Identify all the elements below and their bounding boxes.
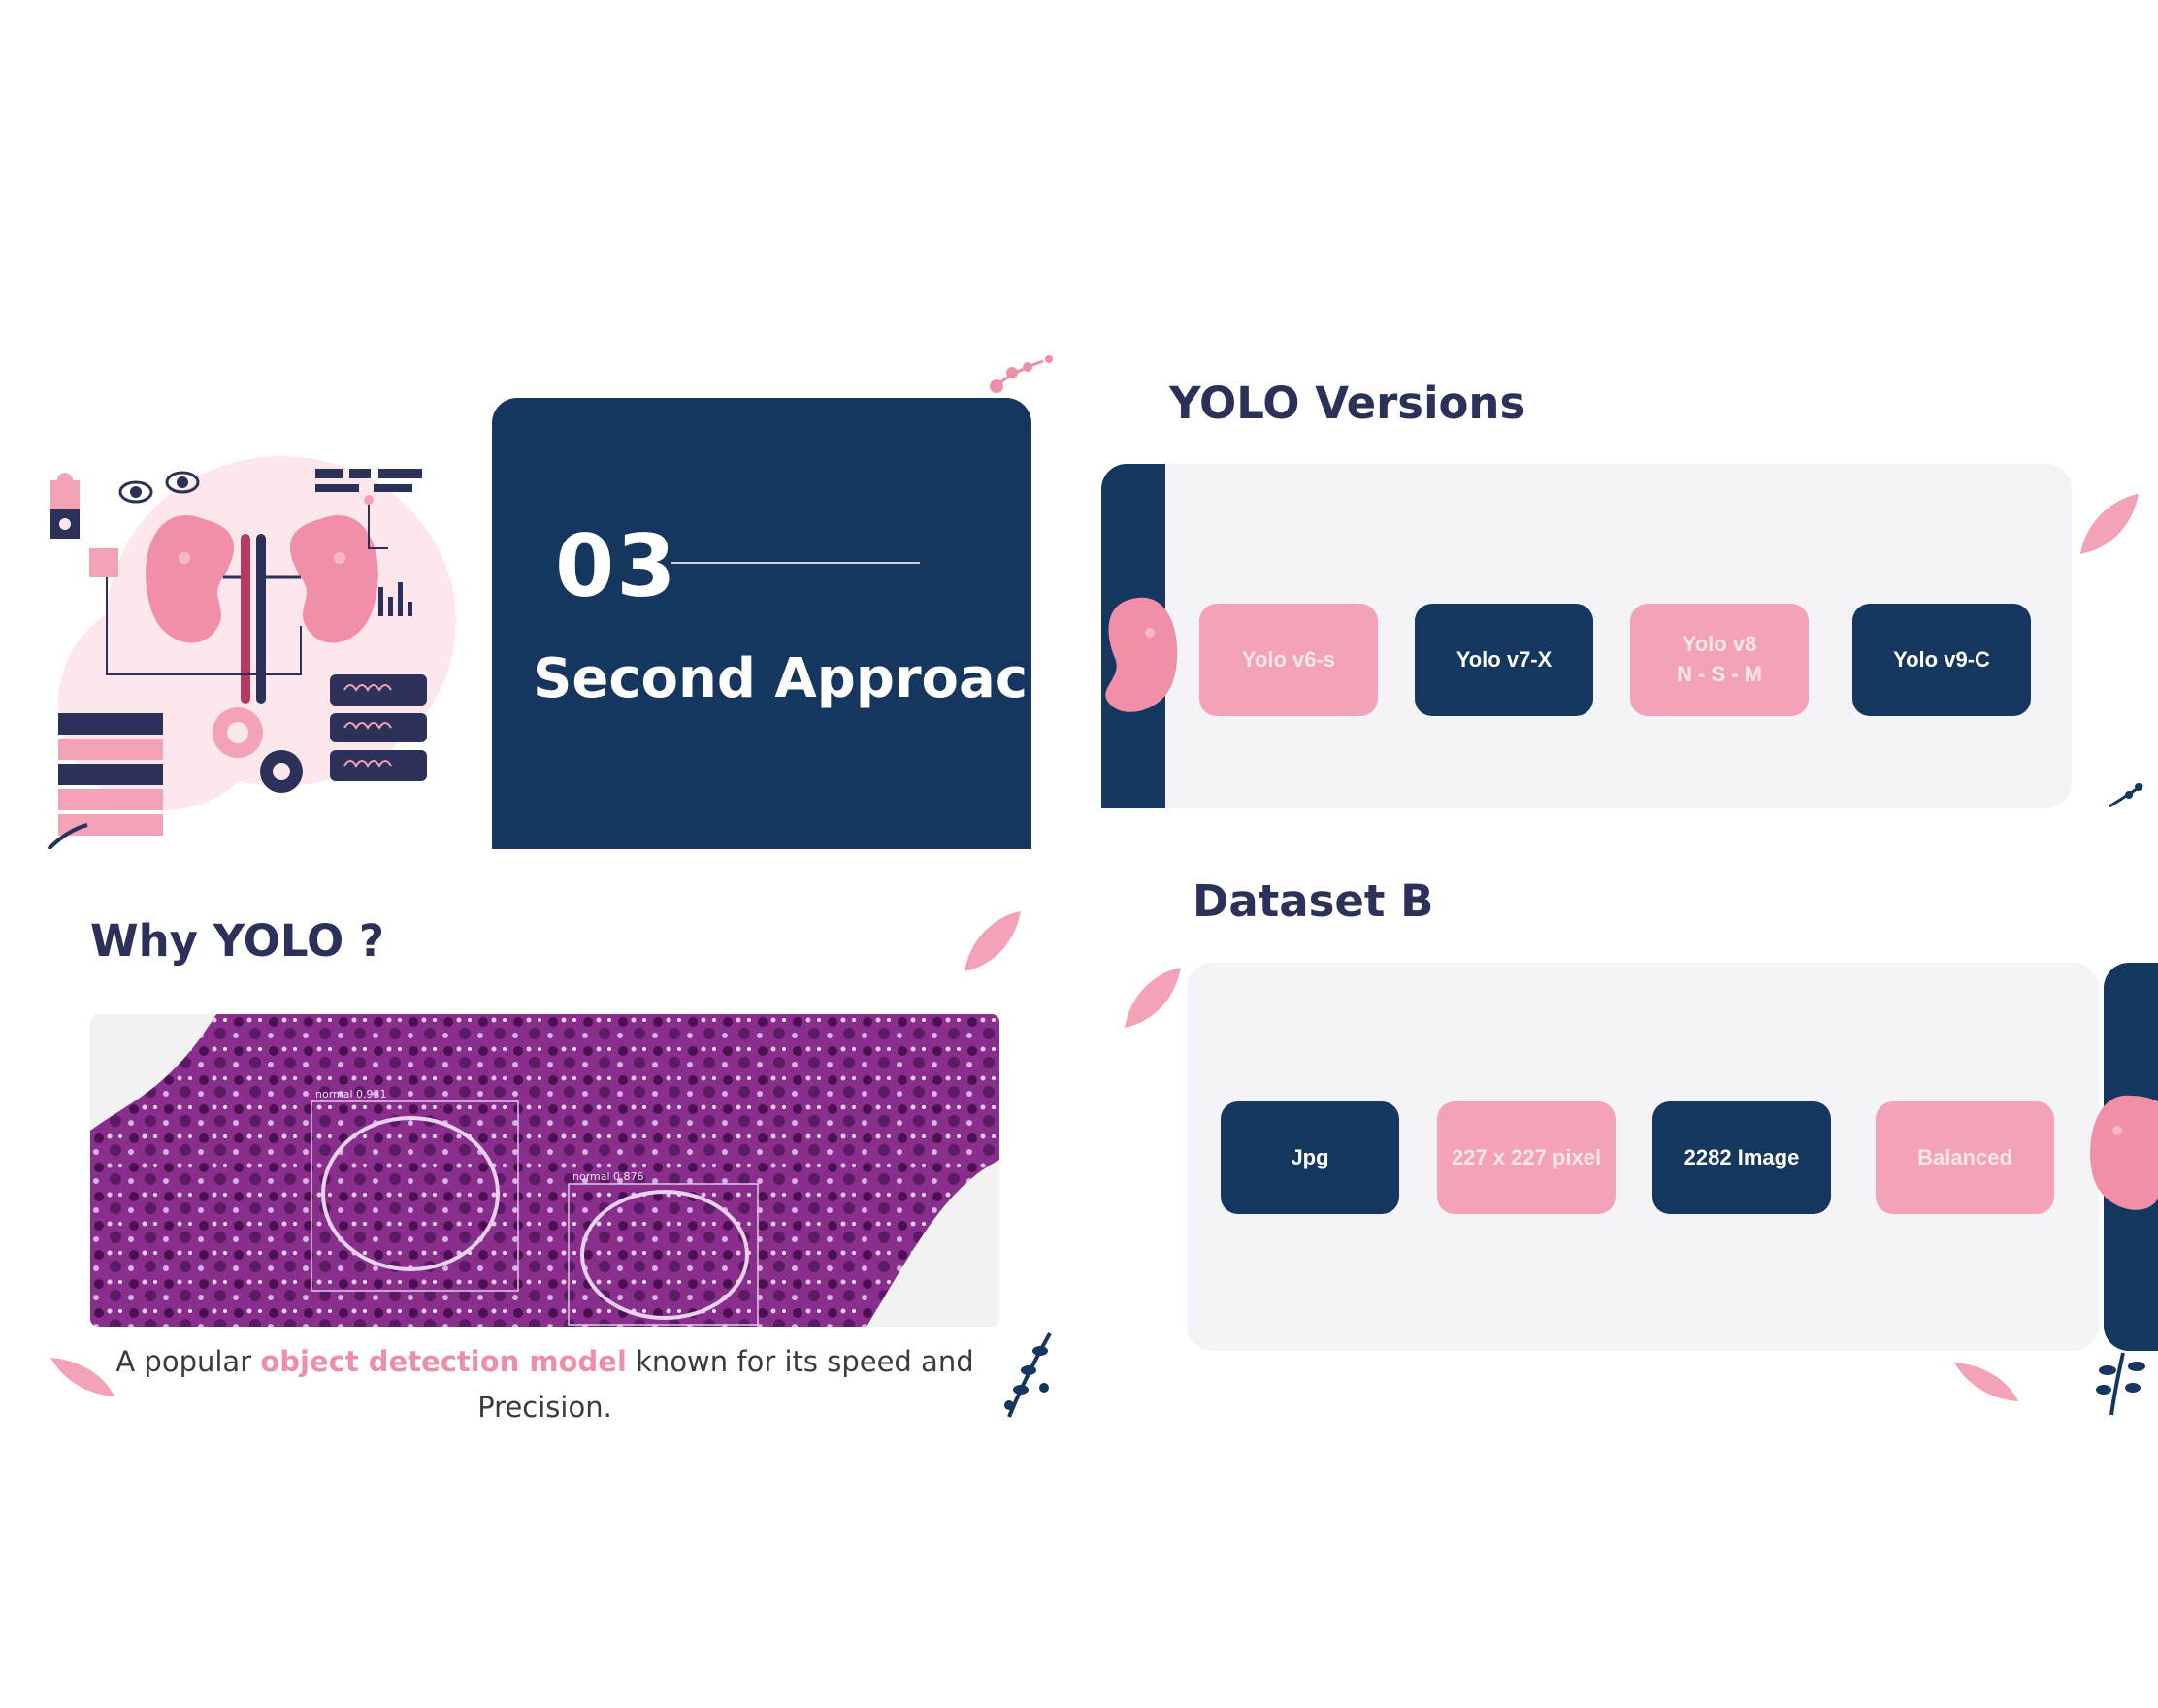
caption-text: known for its speed and Precision. bbox=[477, 1345, 974, 1424]
branch-icon bbox=[2109, 783, 2143, 808]
histology-image: normal 0.931 normal 0.876 bbox=[90, 1014, 999, 1327]
yolo-version-chip: Yolo v6-s bbox=[1199, 604, 1378, 716]
yolo-versions-heading: YOLO Versions bbox=[1169, 378, 1526, 429]
dataset-chip: 227 x 227 pixel bbox=[1437, 1101, 1616, 1214]
branch-icon bbox=[2096, 1352, 2145, 1416]
leaf-icon bbox=[1954, 1363, 2018, 1401]
section-title: Second Approach bbox=[533, 647, 1066, 710]
leaf-icon bbox=[50, 1358, 114, 1396]
dataset-chip: 2282 Image bbox=[1652, 1101, 1831, 1214]
why-yolo-caption: A popular object detection model known f… bbox=[90, 1339, 999, 1430]
dataset-chip: Balanced bbox=[1876, 1101, 2054, 1214]
section-title-card: 03 Second Approach bbox=[492, 398, 1066, 849]
caption-text: A popular bbox=[115, 1345, 261, 1378]
why-yolo-heading: Why YOLO ? bbox=[90, 915, 385, 967]
kidney-illustration bbox=[47, 456, 456, 849]
dataset-heading: Dataset B bbox=[1193, 875, 1434, 927]
caption-highlight: object detection model bbox=[260, 1345, 627, 1378]
detection-label: normal 0.876 bbox=[572, 1170, 644, 1183]
yolo-version-chip: Yolo v7-X bbox=[1415, 604, 1593, 716]
yolo-version-chip: Yolo v8 N - S - M bbox=[1630, 604, 1809, 716]
branch-icon bbox=[1004, 1332, 1052, 1418]
leaf-icon bbox=[965, 911, 1021, 971]
section-number: 03 bbox=[555, 516, 678, 616]
leaf-icon bbox=[1125, 968, 1181, 1028]
dataset-chip: Jpg bbox=[1221, 1101, 1399, 1214]
yolo-version-chip: Yolo v9-C bbox=[1852, 604, 2031, 716]
detection-label: normal 0.931 bbox=[315, 1088, 387, 1100]
divider-line bbox=[671, 562, 920, 564]
berries-icon bbox=[990, 355, 1053, 393]
leaf-icon bbox=[2080, 494, 2139, 554]
kidney-icon bbox=[1105, 597, 1178, 712]
kidney-icon bbox=[2090, 1095, 2158, 1210]
